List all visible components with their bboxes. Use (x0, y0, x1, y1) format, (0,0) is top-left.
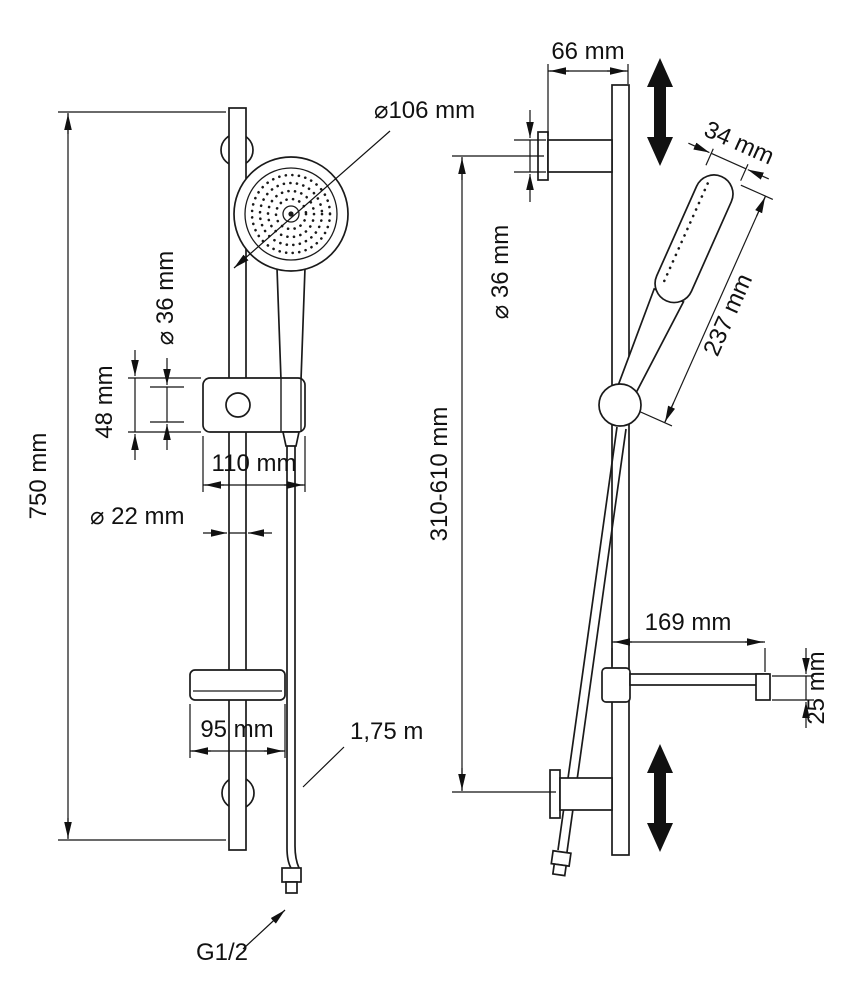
dimension-dish-height (772, 648, 814, 728)
slide-direction-arrow-top (647, 58, 673, 166)
label-holder-height: 48 mm (91, 365, 118, 438)
dimension-head-thickness (688, 142, 770, 181)
side-view (537, 58, 774, 877)
label-bracket-depth: 66 mm (551, 38, 624, 65)
slide-bar-front (228, 107, 247, 851)
dimension-holder-knob (150, 358, 184, 450)
leader-head-diameter (233, 130, 391, 269)
hose-nut-front (281, 431, 301, 447)
spray-nozzle-ring (266, 189, 316, 239)
label-dish-width: 95 mm (200, 716, 273, 743)
label-slide-range: 310-610 mm (426, 407, 453, 542)
label-total-height: 750 mm (25, 433, 52, 520)
slide-direction-arrow-bottom (647, 744, 673, 852)
handset-side (613, 142, 774, 427)
dimension-dish-depth (611, 638, 766, 672)
label-holder-width: 110 mm (212, 450, 297, 477)
label-hose-length: 1,75 m (350, 718, 423, 745)
label-head-thickness: 34 mm (700, 116, 778, 171)
label-handset-length: 237 mm (698, 270, 758, 360)
hose-connector-front (281, 867, 302, 894)
slider-knob-side (598, 383, 642, 427)
spray-face-texture (660, 182, 709, 288)
label-holder-knob-diameter: ⌀ 36 mm (152, 251, 179, 345)
label-dish-height: 25 mm (803, 651, 830, 724)
shower-hose-front (286, 446, 300, 869)
holder-knob (225, 392, 251, 418)
spray-nozzle-ring (250, 173, 332, 255)
bottom-wall-bracket-side (549, 769, 613, 819)
dimension-total-height (58, 111, 226, 841)
soap-dish-side (601, 667, 771, 703)
label-dish-depth: 169 mm (645, 609, 732, 636)
dimension-bracket-depth (547, 64, 629, 136)
label-head-diameter: ⌀106 mm (374, 97, 475, 124)
dimension-labels: 750 mm ⌀106 mm ⌀ 36 mm 48 mm 110 mm ⌀ 22… (25, 38, 830, 966)
front-view (189, 107, 349, 894)
leader-hose-length (302, 746, 345, 788)
handset-head-side (654, 174, 734, 304)
dimension-holder-height (128, 350, 201, 460)
spray-nozzle-ring (258, 181, 324, 247)
dimension-slide-range (452, 155, 556, 793)
shower-head-front (233, 156, 349, 272)
dimension-dish-width (189, 704, 286, 758)
handset-holder-front (202, 377, 306, 447)
leader-connector-thread (242, 909, 286, 950)
label-bracket-diameter: ⌀ 36 mm (487, 225, 514, 319)
hose-connector-side (550, 849, 572, 877)
label-connector-thread: G1/2 (196, 939, 248, 966)
spray-nozzle-ring (274, 197, 308, 231)
label-bar-diameter: ⌀ 22 mm (90, 503, 184, 530)
soap-dish-front (189, 669, 286, 701)
top-wall-bracket-side (537, 131, 613, 181)
dimension-holder-width (202, 436, 306, 492)
dimension-lines (58, 64, 814, 950)
